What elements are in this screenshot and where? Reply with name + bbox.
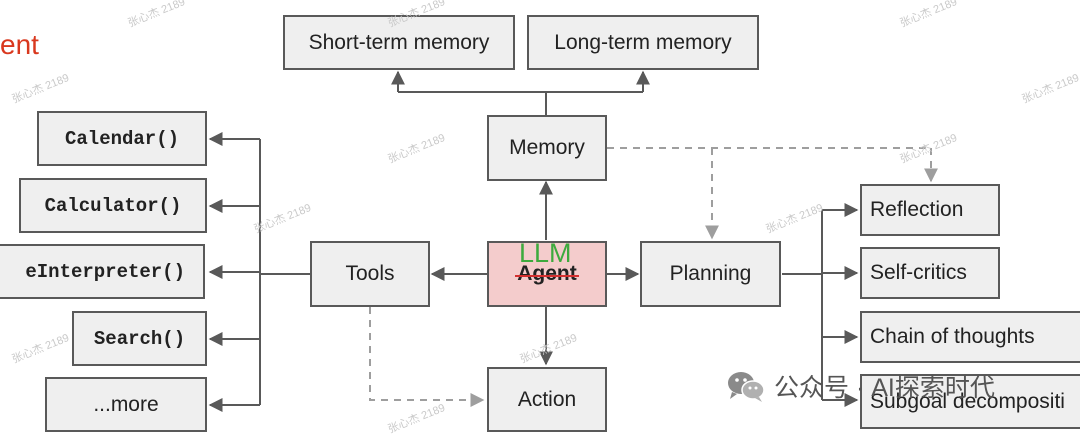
tool-more-box: ...more [45, 377, 207, 432]
planning-chain-of-thoughts-box: Chain of thoughts [860, 311, 1080, 363]
planning-box: Planning [640, 241, 781, 307]
wechat-source-text: 公众号 · AI探索时代 [774, 374, 995, 402]
long-term-memory-box: Long-term memory [527, 15, 759, 70]
tool-calculator-box: Calculator() [19, 178, 207, 233]
wechat-source-watermark: 公众号 · AI探索时代 [726, 368, 995, 404]
tool-codeinterpreter-box: eInterpreter() [0, 244, 205, 299]
dashed-arrow-tools-action [369, 307, 485, 407]
planning-subgoal-box: Subgoal decompositi [860, 374, 1080, 429]
short-term-memory-box: Short-term memory [283, 15, 515, 70]
llm-label: LLM [519, 238, 572, 268]
tool-calendar-box: Calendar() [37, 111, 207, 166]
memory-connector [398, 91, 643, 115]
tool-search-box: Search() [72, 311, 207, 366]
planning-self-critics-box: Self-critics [860, 247, 1000, 299]
wechat-icon [728, 372, 765, 402]
planning-bus [782, 210, 823, 400]
tools-bus [259, 139, 310, 405]
action-box: Action [487, 367, 607, 432]
tools-box: Tools [310, 241, 430, 307]
agent-label-struck: Agent [515, 262, 579, 285]
agent-box: Agent [487, 241, 607, 307]
page-title: ent [0, 29, 39, 60]
planning-reflection-box: Reflection [860, 184, 1000, 236]
memory-box: Memory [487, 115, 607, 181]
